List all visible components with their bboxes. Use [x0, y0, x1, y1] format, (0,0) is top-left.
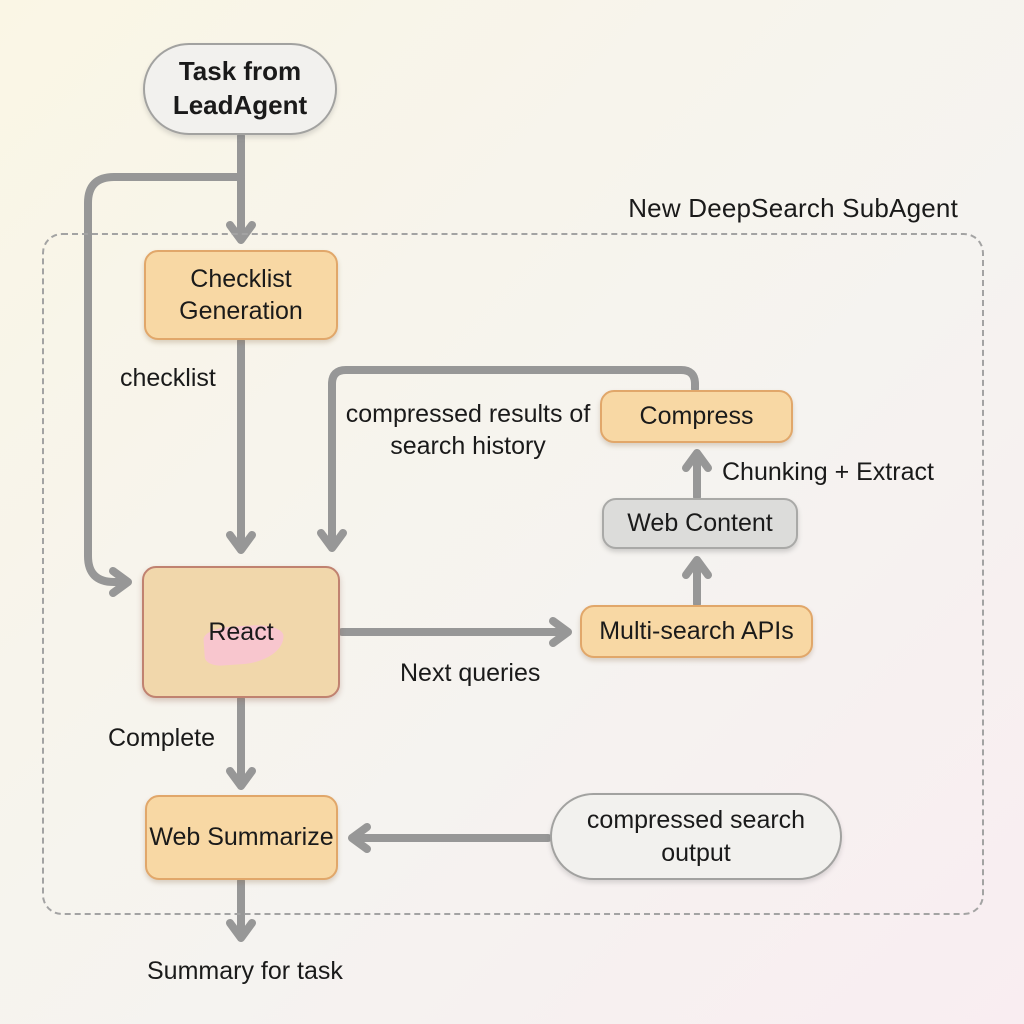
node-task-label: Task from LeadAgent — [172, 56, 308, 120]
node-web-content: Web Content — [602, 498, 798, 549]
edge-label-checklist: checklist — [120, 364, 216, 392]
node-checklist-generation: Checklist Generation — [144, 250, 338, 340]
node-web-content-label: Web Content — [627, 509, 773, 538]
node-compressed-search-output: compressed search output — [550, 793, 842, 880]
edge-label-compressed-results: compressed results of search history — [345, 400, 591, 460]
node-web-summarize: Web Summarize — [145, 795, 338, 880]
node-multi-search-apis: Multi-search APIs — [580, 605, 813, 658]
node-compress-label: Compress — [639, 402, 754, 431]
edge-label-chunking-extract: Chunking + Extract — [722, 458, 934, 486]
edge-label-summary-for-task: Summary for task — [147, 957, 343, 985]
node-multi-search-apis-label: Multi-search APIs — [599, 617, 794, 646]
subagent-container-title: New DeepSearch SubAgent — [628, 193, 958, 223]
node-react-label: React — [208, 617, 274, 646]
node-web-summarize-label: Web Summarize — [149, 823, 334, 852]
node-compressed-search-output-label: compressed search output — [586, 806, 806, 867]
node-checklist-label: Checklist Generation — [179, 264, 303, 326]
node-react: React — [142, 566, 340, 698]
edge-label-complete: Complete — [108, 724, 215, 752]
edge-task-branch-to-react — [84, 173, 245, 597]
edge-compress-to-react — [317, 366, 699, 552]
edge-label-next-queries: Next queries — [400, 659, 541, 687]
node-task-from-leadagent: Task from LeadAgent — [143, 43, 337, 135]
node-compress: Compress — [600, 390, 793, 443]
subagent-dashed-container — [42, 233, 984, 915]
